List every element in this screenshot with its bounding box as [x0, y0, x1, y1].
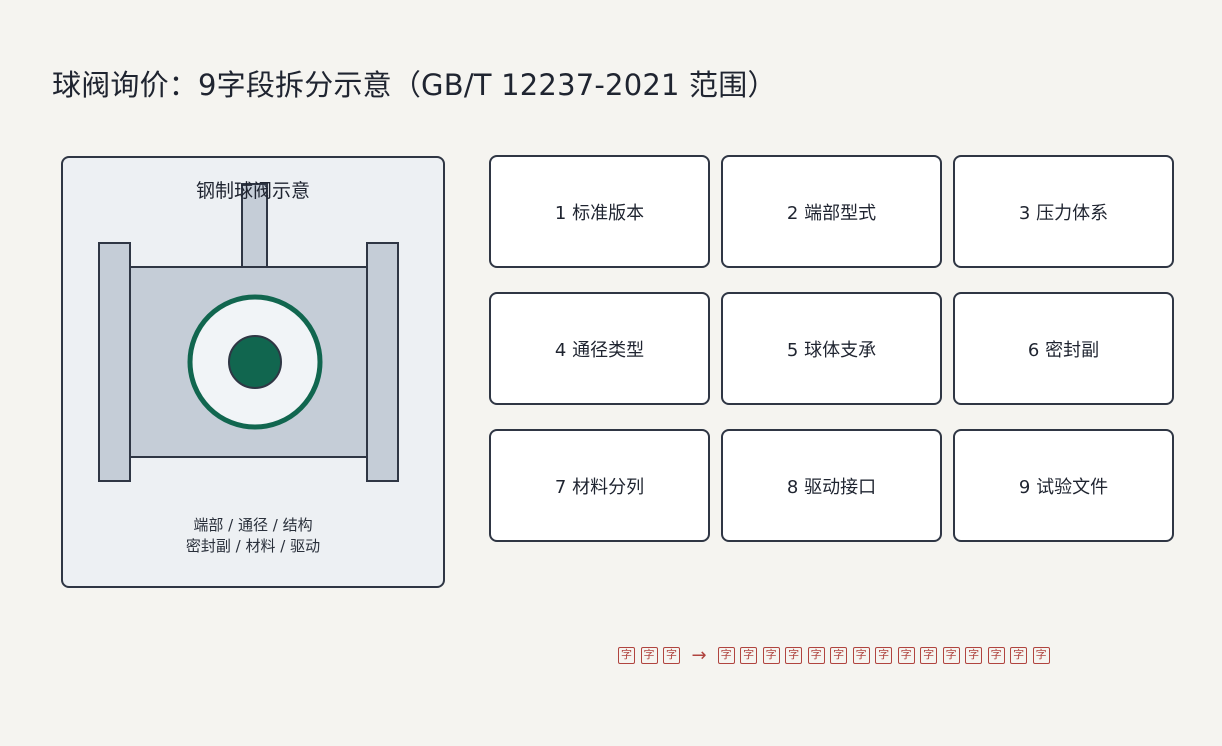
- fields-grid: 1 标准版本 2 端部型式 3 压力体系 4 通径类型 5 球体支承 6 密封副…: [489, 155, 1174, 542]
- field-card-5: 5 球体支承: [721, 292, 942, 405]
- glyph-box: 字: [717, 647, 735, 664]
- ball-valve-drawing: [98, 183, 399, 482]
- valve-bore: [228, 335, 282, 389]
- glyph-box: 字: [618, 647, 635, 664]
- field-label: 1 标准版本: [554, 202, 645, 224]
- field-card-2: 2 端部型式: [721, 155, 942, 268]
- field-card-4: 4 通径类型: [489, 292, 710, 405]
- glyph-box: 字: [965, 647, 983, 664]
- glyph-box: 字: [897, 647, 915, 664]
- glyph-box: 字: [640, 647, 658, 664]
- glyph-box: 字: [875, 647, 893, 664]
- field-label: 2 端部型式: [786, 202, 877, 224]
- code-strip: 字字字 → 字字字字字字字字字字字字字字字: [618, 645, 1056, 666]
- field-label: 9 试验文件: [1018, 476, 1109, 498]
- code-strip-target: 字字字字字字字字字字字字字字字: [717, 647, 1056, 664]
- glyph-box: 字: [762, 647, 780, 664]
- arrow-icon: →: [691, 645, 707, 666]
- left-flange: [98, 242, 131, 482]
- glyph-box: 字: [920, 647, 938, 664]
- caption-line-1: 端部 / 通径 / 结构: [193, 516, 313, 534]
- glyph-box: 字: [1032, 647, 1050, 664]
- caption-line-2: 密封副 / 材料 / 驱动: [185, 537, 321, 555]
- field-label: 7 材料分列: [554, 476, 645, 498]
- field-label: 6 密封副: [1027, 339, 1100, 361]
- field-label: 8 驱动接口: [786, 476, 877, 498]
- field-label: 3 压力体系: [1018, 202, 1109, 224]
- field-card-6: 6 密封副: [953, 292, 1174, 405]
- glyph-box: 字: [785, 647, 803, 664]
- glyph-box: 字: [830, 647, 848, 664]
- valve-diagram-panel: 钢制球阀示意 端部 / 通径 / 结构 密封副 / 材料 / 驱动: [61, 156, 445, 588]
- right-flange: [366, 242, 399, 482]
- glyph-box: 字: [740, 647, 758, 664]
- field-card-7: 7 材料分列: [489, 429, 710, 542]
- page-title: 球阀询价：9字段拆分示意（GB/T 12237-2021 范围）: [52, 68, 777, 102]
- glyph-box: 字: [1010, 647, 1028, 664]
- field-card-3: 3 压力体系: [953, 155, 1174, 268]
- field-card-1: 1 标准版本: [489, 155, 710, 268]
- glyph-box: 字: [852, 647, 870, 664]
- glyph-box: 字: [663, 647, 680, 664]
- glyph-box: 字: [987, 647, 1005, 664]
- panel-title: 钢制球阀示意: [195, 180, 310, 202]
- panel-caption: 端部 / 通径 / 结构 密封副 / 材料 / 驱动: [63, 515, 443, 557]
- field-label: 4 通径类型: [554, 339, 645, 361]
- glyph-box: 字: [942, 647, 960, 664]
- glyph-box: 字: [807, 647, 825, 664]
- field-card-9: 9 试验文件: [953, 429, 1174, 542]
- field-label: 5 球体支承: [786, 339, 877, 361]
- code-strip-source: 字字字: [618, 647, 686, 664]
- field-card-8: 8 驱动接口: [721, 429, 942, 542]
